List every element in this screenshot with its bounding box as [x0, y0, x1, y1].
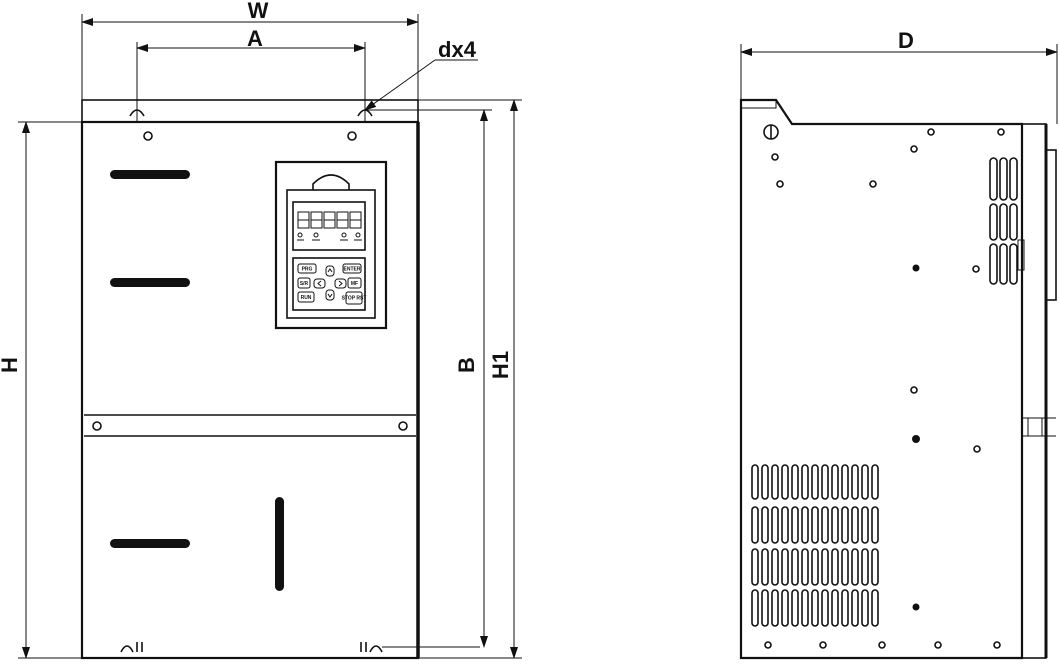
dim-label-w: W: [248, 0, 269, 23]
front-dimensions: W A dx4 H B H1: [0, 0, 522, 659]
key-area: [292, 257, 366, 311]
front-housing: [80, 120, 420, 660]
front-view: PRG ENTER S/R MF RUN STOP RST: [80, 99, 480, 660]
down-arrow-icon[interactable]: [325, 289, 335, 301]
cover-screw-right: [398, 421, 408, 431]
vent-slot-vertical: [275, 497, 284, 591]
side-front-cover: [1021, 123, 1047, 659]
side-view: D: [739, 28, 1058, 660]
enter-key[interactable]: [342, 263, 362, 274]
side-rivets: [764, 128, 1005, 649]
mf-key-label: MF: [351, 281, 358, 287]
sr-key[interactable]: [297, 277, 311, 289]
cover-screw-left: [92, 421, 102, 431]
top-mounting-hole-right: [347, 100, 373, 141]
dim-label-d: D: [898, 28, 914, 53]
status-leds: [297, 232, 362, 241]
sr-key-label: S/R: [300, 281, 309, 287]
prg-key-label: PRG: [302, 267, 313, 273]
keypad-profile: [1045, 149, 1057, 301]
run-key[interactable]: [297, 291, 315, 303]
leader-dx4: [364, 59, 436, 111]
arrow-keys: [313, 265, 347, 301]
bottom-foot-left: [120, 642, 143, 653]
mf-key[interactable]: [347, 277, 362, 289]
lower-vent-grid: [751, 464, 879, 627]
right-arrow-icon[interactable]: [334, 278, 347, 289]
vent-slot: [110, 170, 190, 179]
bottom-foot-right: [360, 642, 480, 653]
dim-label-b: B: [454, 357, 479, 373]
vent-slot: [110, 278, 190, 287]
run-key-label: RUN: [301, 295, 312, 301]
dim-label-a: A: [247, 26, 263, 51]
stop-key[interactable]: [345, 291, 363, 305]
left-arrow-icon[interactable]: [313, 278, 326, 289]
upper-vent-slots: [989, 157, 1018, 285]
operator-keypad: PRG ENTER S/R MF RUN STOP RST: [274, 160, 388, 330]
display-window: [292, 201, 366, 251]
prg-key[interactable]: [297, 263, 317, 274]
stop-key-label: STOP RST: [342, 296, 367, 302]
dim-label-h1: H1: [488, 351, 513, 379]
top-mounting-hole-left: [129, 100, 153, 141]
vent-slot: [110, 539, 190, 548]
seven-segment-display: [297, 211, 362, 229]
enter-key-label: ENTER: [344, 267, 361, 273]
keypad-handle: [312, 174, 350, 190]
dim-label-dx4: dx4: [438, 37, 477, 62]
dim-label-h: H: [0, 357, 22, 373]
up-arrow-icon[interactable]: [325, 265, 335, 277]
